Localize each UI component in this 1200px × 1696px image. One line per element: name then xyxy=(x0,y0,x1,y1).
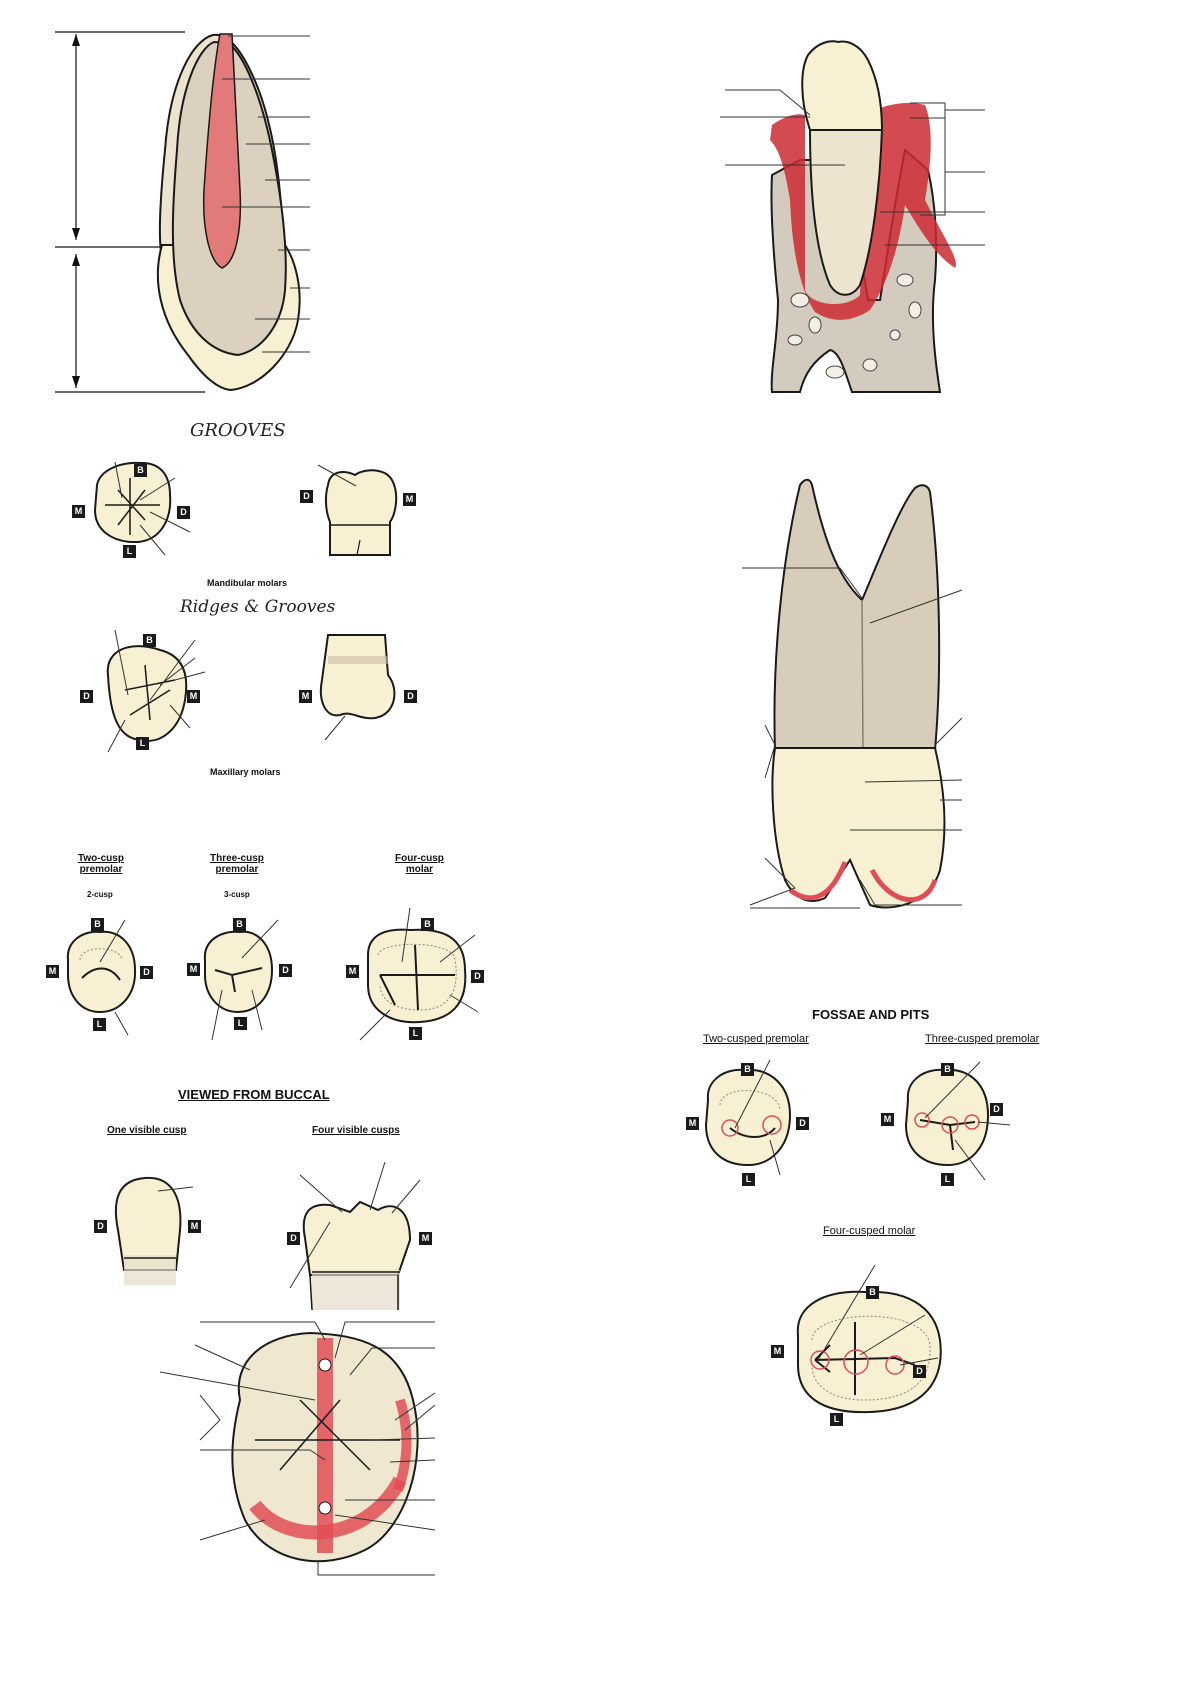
periodontium-section xyxy=(720,41,985,392)
mesial-marker: M xyxy=(419,1232,432,1245)
mesial-marker: M xyxy=(881,1113,894,1126)
tooth-cross-section xyxy=(55,32,310,392)
distal-marker: D xyxy=(300,490,313,503)
mesial-marker: M xyxy=(46,965,59,978)
mandibular-molars-caption: Mandibular molars xyxy=(207,578,287,588)
molar-lingual-view xyxy=(742,480,962,908)
distal-marker: D xyxy=(177,506,190,519)
mesial-marker: M xyxy=(346,965,359,978)
two-cusped-premolar-heading: Two-cusped premolar xyxy=(703,1033,809,1045)
buccal-marker: B xyxy=(941,1063,954,1076)
two-cusp-premolar-heading: Two-cusp premolar xyxy=(78,853,124,875)
buccal-marker: B xyxy=(741,1063,754,1076)
distal-marker: D xyxy=(80,690,93,703)
buccal-marker: B xyxy=(91,918,104,931)
mesial-marker: M xyxy=(72,505,85,518)
buccal-marker: B xyxy=(866,1286,879,1299)
distal-marker: D xyxy=(990,1103,1003,1116)
maxillary-molars-figures xyxy=(108,630,395,752)
distal-marker: D xyxy=(471,970,484,983)
occlusal-ridges-figure xyxy=(160,1322,435,1575)
distal-marker: D xyxy=(94,1220,107,1233)
lingual-marker: L xyxy=(234,1017,247,1030)
four-visible-cusps-heading: Four visible cusps xyxy=(312,1125,400,1136)
lingual-marker: L xyxy=(93,1018,106,1031)
four-cusp-molar-heading: Four-cusp molar xyxy=(395,853,444,875)
mesial-marker: M xyxy=(187,963,200,976)
distal-marker: D xyxy=(279,964,292,977)
lingual-marker: L xyxy=(742,1173,755,1186)
buccal-view-figures xyxy=(116,1162,420,1310)
maxillary-molars-caption: Maxillary molars xyxy=(210,767,281,777)
distal-marker: D xyxy=(287,1232,300,1245)
three-cusped-premolar-heading: Three-cusped premolar xyxy=(925,1033,1039,1045)
buccal-marker: B xyxy=(143,634,156,647)
ridges-grooves-heading: Ridges & Grooves xyxy=(180,597,335,617)
two-cusp-subtitle: 2-cusp xyxy=(87,890,113,899)
lingual-marker: L xyxy=(136,737,149,750)
distal-marker: D xyxy=(140,966,153,979)
three-cusp-subtitle: 3-cusp xyxy=(224,890,250,899)
three-cusp-premolar-heading: Three-cusp premolar xyxy=(210,853,264,875)
fossae-pits-heading: FOSSAE AND PITS xyxy=(812,1007,929,1022)
one-visible-cusp-heading: One visible cusp xyxy=(107,1125,186,1136)
mesial-marker: M xyxy=(299,690,312,703)
grooves-heading: GROOVES xyxy=(190,420,286,441)
lingual-marker: L xyxy=(830,1413,843,1426)
buccal-marker: B xyxy=(421,918,434,931)
buccal-marker: B xyxy=(134,464,147,477)
distal-marker: D xyxy=(913,1365,926,1378)
lingual-marker: L xyxy=(409,1027,422,1040)
mesial-marker: M xyxy=(403,493,416,506)
cusp-count-figures xyxy=(68,908,478,1040)
four-cusped-molar-heading: Four-cusped molar xyxy=(823,1225,915,1237)
mesial-marker: M xyxy=(188,1220,201,1233)
buccal-marker: B xyxy=(233,918,246,931)
mesial-marker: M xyxy=(187,690,200,703)
viewed-from-buccal-heading: VIEWED FROM BUCCAL xyxy=(178,1087,330,1102)
mesial-marker: M xyxy=(686,1117,699,1130)
mesial-marker: M xyxy=(771,1345,784,1358)
distal-marker: D xyxy=(796,1117,809,1130)
distal-marker: D xyxy=(404,690,417,703)
lingual-marker: L xyxy=(941,1173,954,1186)
lingual-marker: L xyxy=(123,545,136,558)
